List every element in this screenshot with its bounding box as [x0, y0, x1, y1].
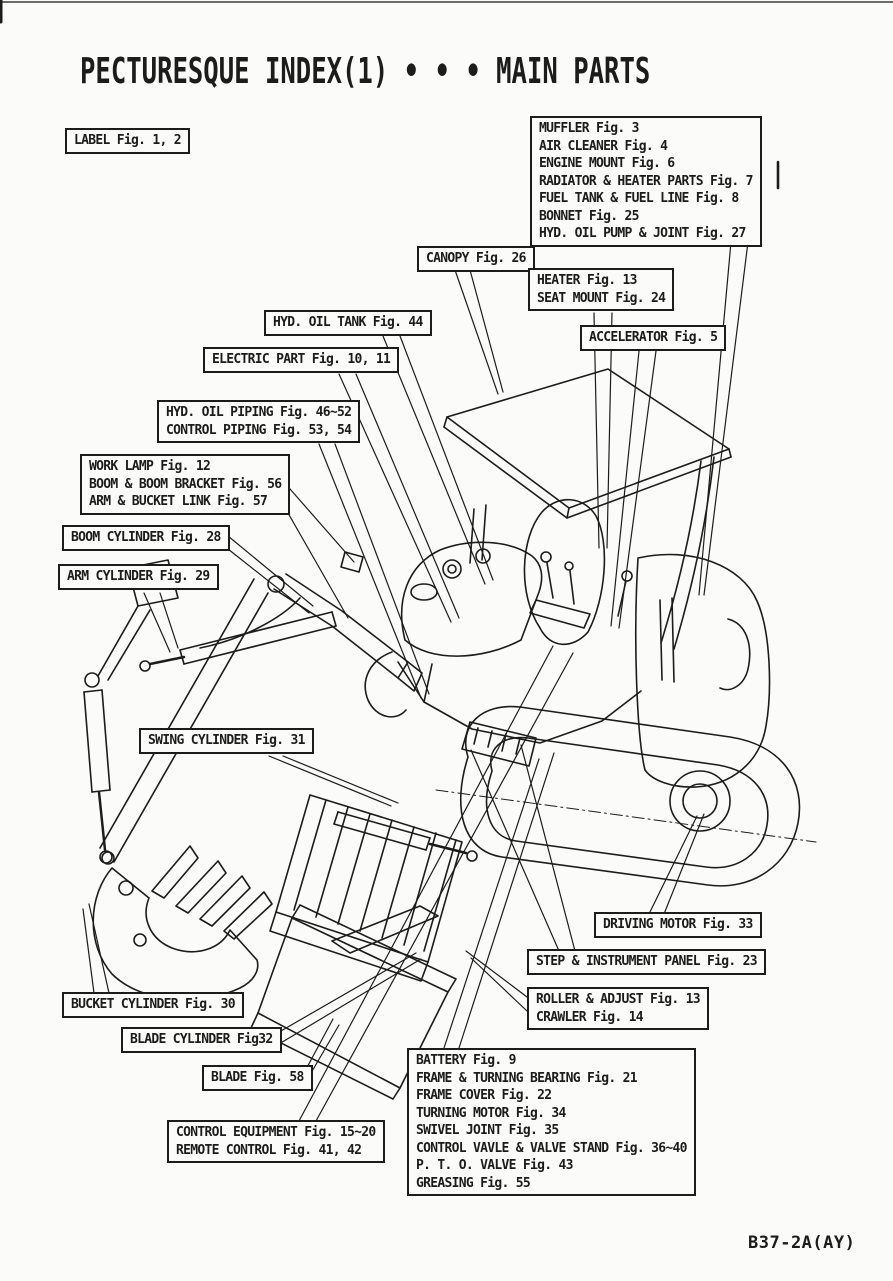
driving-motor-wheel	[669, 770, 731, 832]
callout-line: FUEL TANK & FUEL LINE Fig. 8	[539, 191, 739, 206]
callout-line: CANOPY Fig. 26	[426, 251, 526, 266]
callout-arm-cylinder: ARM CYLINDER Fig. 29	[58, 564, 219, 590]
callout-blade-cylinder: BLADE CYLINDER Fig32	[121, 1027, 282, 1053]
callout-line: CONTROL EQUIPMENT Fig. 15~20	[176, 1125, 376, 1140]
callout-line: HYD. OIL PUMP & JOINT Fig. 27	[539, 226, 746, 241]
leader-lines	[82, 241, 749, 1122]
callout-accelerator: ACCELERATOR Fig. 5	[580, 325, 727, 351]
canopy-posts	[469, 456, 715, 650]
hydraulic-hoses	[364, 651, 407, 718]
callout-line: CONTROL PIPING Fig. 53, 54	[166, 422, 352, 438]
callout-line: HEATER Fig. 13	[537, 273, 637, 288]
callout-line: TURNING MOTOR Fig. 34	[416, 1105, 566, 1121]
callout-swing-cylinder: SWING CYLINDER Fig. 31	[139, 728, 314, 754]
callout-hyd-oil-tank: HYD. OIL TANK Fig. 44	[264, 310, 432, 336]
callout-line: CONTROL VAVLE & VALVE STAND Fig. 36~40	[416, 1140, 688, 1156]
callout-canopy: CANOPY Fig. 26	[417, 246, 535, 272]
callout-line: ARM CYLINDER Fig. 29	[67, 569, 210, 584]
doc-code: B37-2A(AY)	[748, 1233, 856, 1253]
callout-line: FRAME COVER Fig. 22	[416, 1088, 552, 1103]
callout-line: HYD. OIL PIPING Fig. 46~52	[166, 405, 352, 420]
control-levers	[529, 551, 633, 629]
callout-line: LABEL Fig. 1, 2	[74, 133, 182, 148]
callout-line: BONNET Fig. 25	[539, 208, 639, 224]
canopy-roof	[443, 368, 732, 519]
page-title: PECTURESQUE INDEX(1) • • • MAIN PARTS	[80, 50, 651, 92]
callout-line: BLADE CYLINDER Fig32	[130, 1032, 273, 1047]
front-cowl	[401, 541, 543, 657]
callout-line: HYD. OIL TANK Fig. 44	[273, 315, 423, 330]
callout-line: BATTERY Fig. 9	[416, 1053, 516, 1068]
callout-electric-part: ELECTRIC PART Fig. 10, 11	[203, 347, 400, 373]
callout-line: CRAWLER Fig. 14	[536, 1009, 644, 1025]
arm	[99, 559, 269, 865]
callout-line: BOOM & BOOM BRACKET Fig. 56	[89, 476, 282, 492]
callout-line: AIR CLEANER Fig. 4	[539, 138, 668, 154]
callout-line: ACCELERATOR Fig. 5	[589, 330, 718, 345]
callout-line: REMOTE CONTROL Fig. 41, 42	[176, 1142, 362, 1158]
swing-cylinder	[333, 811, 478, 862]
machine-drawing	[83, 368, 817, 1100]
callout-line: BOOM CYLINDER Fig. 28	[71, 530, 221, 545]
callout-line: RADIATOR & HEATER PARTS Fig. 7	[539, 173, 754, 189]
blade	[250, 904, 457, 1100]
callout-control-equipment: CONTROL EQUIPMENT Fig. 15~20 REMOTE CONT…	[167, 1120, 385, 1163]
callout-piping: HYD. OIL PIPING Fig. 46~52 CONTROL PIPIN…	[157, 400, 361, 443]
callout-bucket-cylinder: BUCKET CYLINDER Fig. 30	[62, 992, 244, 1018]
callout-line: WORK LAMP Fig. 12	[89, 459, 211, 474]
callout-boom-group: WORK LAMP Fig. 12 BOOM & BOOM BRACKET Fi…	[80, 454, 291, 515]
scan-artifacts	[0, 0, 893, 190]
callout-roller-crawler: ROLLER & ADJUST Fig. 13 CRAWLER Fig. 14	[527, 987, 709, 1030]
callout-line: STEP & INSTRUMENT PANEL Fig. 23	[536, 954, 758, 969]
callout-boom-cylinder: BOOM CYLINDER Fig. 28	[62, 525, 230, 551]
seat	[523, 498, 606, 646]
callout-frame-group: BATTERY Fig. 9 FRAME & TURNING BEARING F…	[407, 1048, 696, 1196]
callout-line: ENGINE MOUNT Fig. 6	[539, 156, 675, 171]
step-instrument-panel	[461, 721, 537, 767]
callout-engine-group: MUFFLER Fig. 3 AIR CLEANER Fig. 4 ENGINE…	[530, 116, 762, 247]
callout-line: ARM & BUCKET LINK Fig. 57	[89, 494, 268, 509]
callout-line: SEAT MOUNT Fig. 24	[537, 290, 666, 306]
deck	[397, 661, 642, 744]
callout-label: LABEL Fig. 1, 2	[65, 128, 190, 154]
callout-line: FRAME & TURNING BEARING Fig. 21	[416, 1070, 638, 1086]
callout-blade: BLADE Fig. 58	[202, 1065, 313, 1091]
callout-line: SWING CYLINDER Fig. 31	[148, 733, 305, 748]
right-crawler	[435, 705, 817, 887]
callout-heater-seat: HEATER Fig. 13 SEAT MOUNT Fig. 24	[528, 268, 675, 311]
callout-line: ROLLER & ADJUST Fig. 13	[536, 992, 701, 1007]
callout-line: SWIVEL JOINT Fig. 35	[416, 1123, 559, 1138]
bucket-cylinder	[83, 605, 151, 864]
callout-line: GREASING Fig. 55	[416, 1175, 531, 1191]
callout-step-instrument-panel: STEP & INSTRUMENT PANEL Fig. 23	[527, 949, 766, 975]
callout-line: MUFFLER Fig. 3	[539, 121, 639, 136]
callout-line: ELECTRIC PART Fig. 10, 11	[212, 352, 391, 367]
rear-bonnet	[635, 553, 771, 788]
arm-cylinder	[139, 611, 337, 672]
callout-line: BUCKET CYLINDER Fig. 30	[71, 997, 236, 1012]
callout-driving-motor: DRIVING MOTOR Fig. 33	[594, 912, 762, 938]
callout-line: BLADE Fig. 58	[211, 1070, 304, 1085]
bucket	[92, 845, 273, 1001]
work-lamp	[340, 551, 364, 573]
callout-line: P. T. O. VALVE Fig. 43	[416, 1158, 573, 1173]
callout-line: DRIVING MOTOR Fig. 33	[603, 917, 753, 932]
